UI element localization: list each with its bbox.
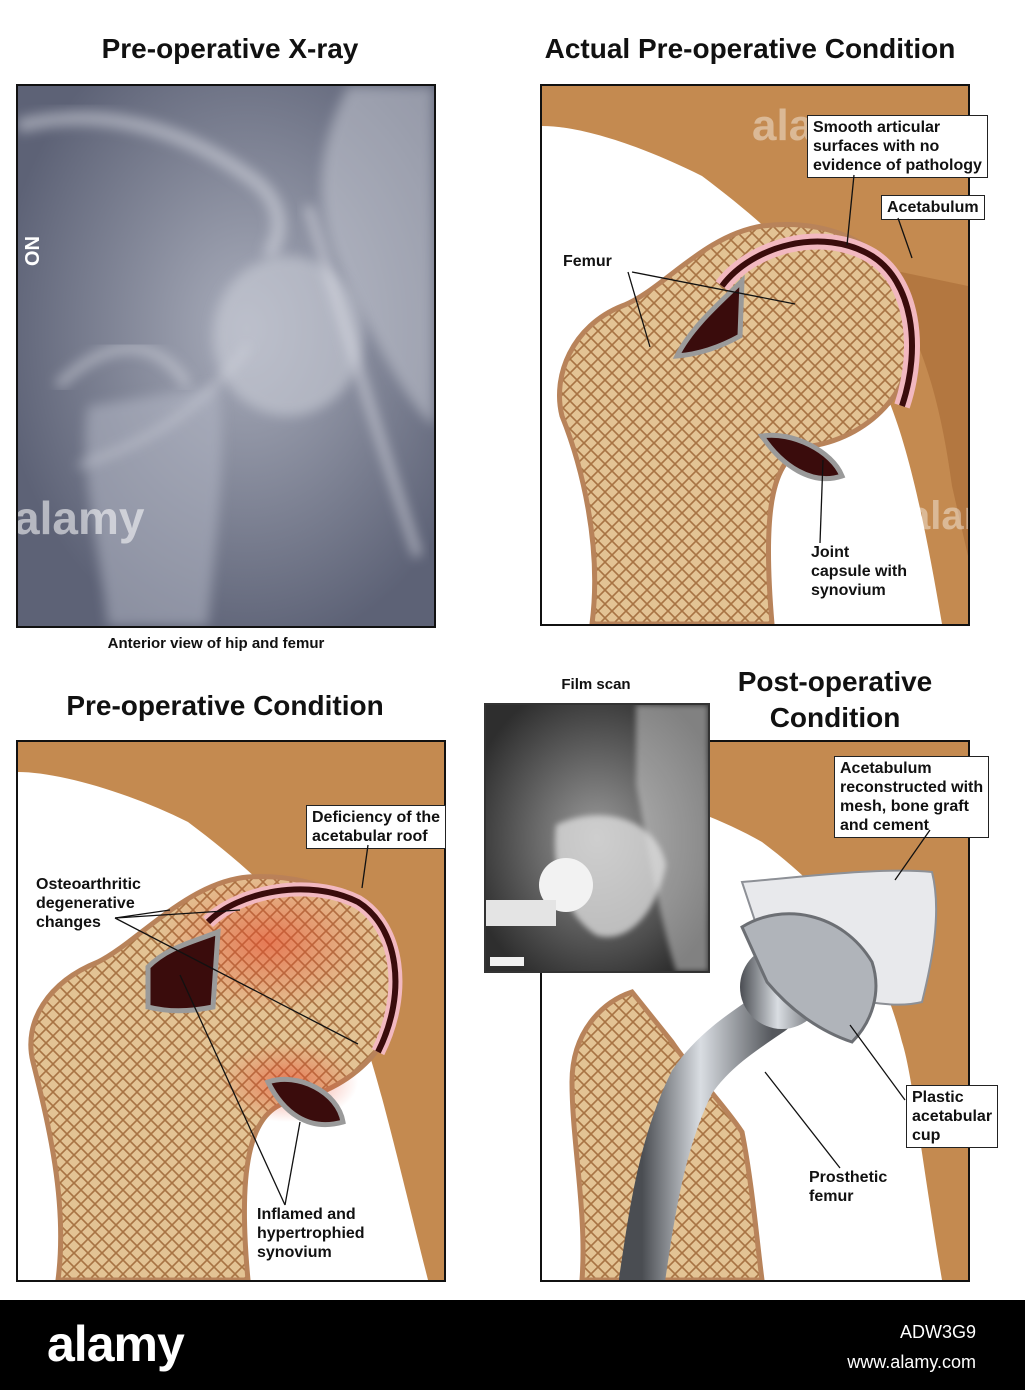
label-line: surfaces with no xyxy=(813,138,940,155)
label-line: capsule with xyxy=(811,563,908,580)
site-url[interactable]: www.alamy.com xyxy=(847,1352,976,1372)
title-actual: Actual Pre-operative Condition xyxy=(544,33,956,64)
film-scan-caption: Film scan xyxy=(561,676,631,693)
label-line: Prosthetic xyxy=(809,1169,888,1186)
image-id: ADW3G9 xyxy=(899,1322,976,1342)
title-postop-line2: Condition xyxy=(769,702,901,733)
label-smooth-surfaces: Smooth articular surfaces with no eviden… xyxy=(807,115,988,178)
label-deficiency: Deficiency of the acetabular roof xyxy=(306,805,447,849)
label-line: cup xyxy=(912,1127,941,1144)
label-line: Acetabulum xyxy=(840,760,932,777)
title-postop-line1: Post-operative xyxy=(737,666,933,697)
label-line: and cement xyxy=(840,817,929,834)
film-scan-panel xyxy=(484,703,710,973)
label-line: synovium xyxy=(257,1244,332,1261)
label-line: Smooth articular xyxy=(813,119,941,136)
label-line: hypertrophied xyxy=(257,1225,365,1242)
alamy-logo: alamy xyxy=(47,1316,185,1372)
label-joint-capsule: Joint capsule with synovium xyxy=(811,543,907,600)
label-prosthetic-femur: Prosthetic femur xyxy=(809,1168,887,1206)
label-line: acetabular xyxy=(912,1108,993,1125)
xray-caption: Anterior view of hip and femur xyxy=(107,635,325,652)
label-line: reconstructed with xyxy=(840,779,984,796)
label-osteoarthritic: Osteoarthritic degenerative changes xyxy=(36,875,141,932)
label-line: Osteoarthritic xyxy=(36,876,141,893)
label-reconstructed: Acetabulum reconstructed with mesh, bone… xyxy=(834,756,990,838)
label-femur: Femur xyxy=(563,253,612,270)
title-preop-word1: Pre-operative xyxy=(66,690,246,721)
film-scan-image xyxy=(486,705,708,971)
label-line: Joint xyxy=(811,544,850,561)
title-preop: Pre-operative Condition xyxy=(30,690,420,722)
xray-marker: NO xyxy=(20,236,42,266)
title-xray: Pre-operative X-ray xyxy=(101,33,359,64)
label-plastic-cup: Plastic acetabular cup xyxy=(906,1085,999,1148)
label-acetabulum: Acetabulum xyxy=(881,195,985,220)
xray-panel: NO alamy xyxy=(16,84,436,628)
footer-bar: alamy ADW3G9 www.alamy.com xyxy=(0,1300,1025,1390)
label-line: Plastic xyxy=(912,1089,964,1106)
label-line: changes xyxy=(36,914,101,931)
label-line: femur xyxy=(809,1188,854,1205)
title-preop-word2: Condition xyxy=(253,690,384,721)
watermark-logo: alamy xyxy=(16,492,145,544)
label-line: degenerative xyxy=(36,895,135,912)
watermark-logo: alam xyxy=(908,494,968,538)
xray-image xyxy=(18,86,434,626)
label-line: acetabular roof xyxy=(312,828,428,845)
label-line: Deficiency of the xyxy=(312,809,441,826)
postop-hip-illustration xyxy=(542,742,968,1280)
label-line: synovium xyxy=(811,582,886,599)
label-inflamed: Inflamed and hypertrophied synovium xyxy=(257,1205,365,1262)
label-line: Inflamed and xyxy=(257,1206,356,1223)
label-line: evidence of pathology xyxy=(813,157,982,174)
label-line: mesh, bone graft xyxy=(840,798,969,815)
